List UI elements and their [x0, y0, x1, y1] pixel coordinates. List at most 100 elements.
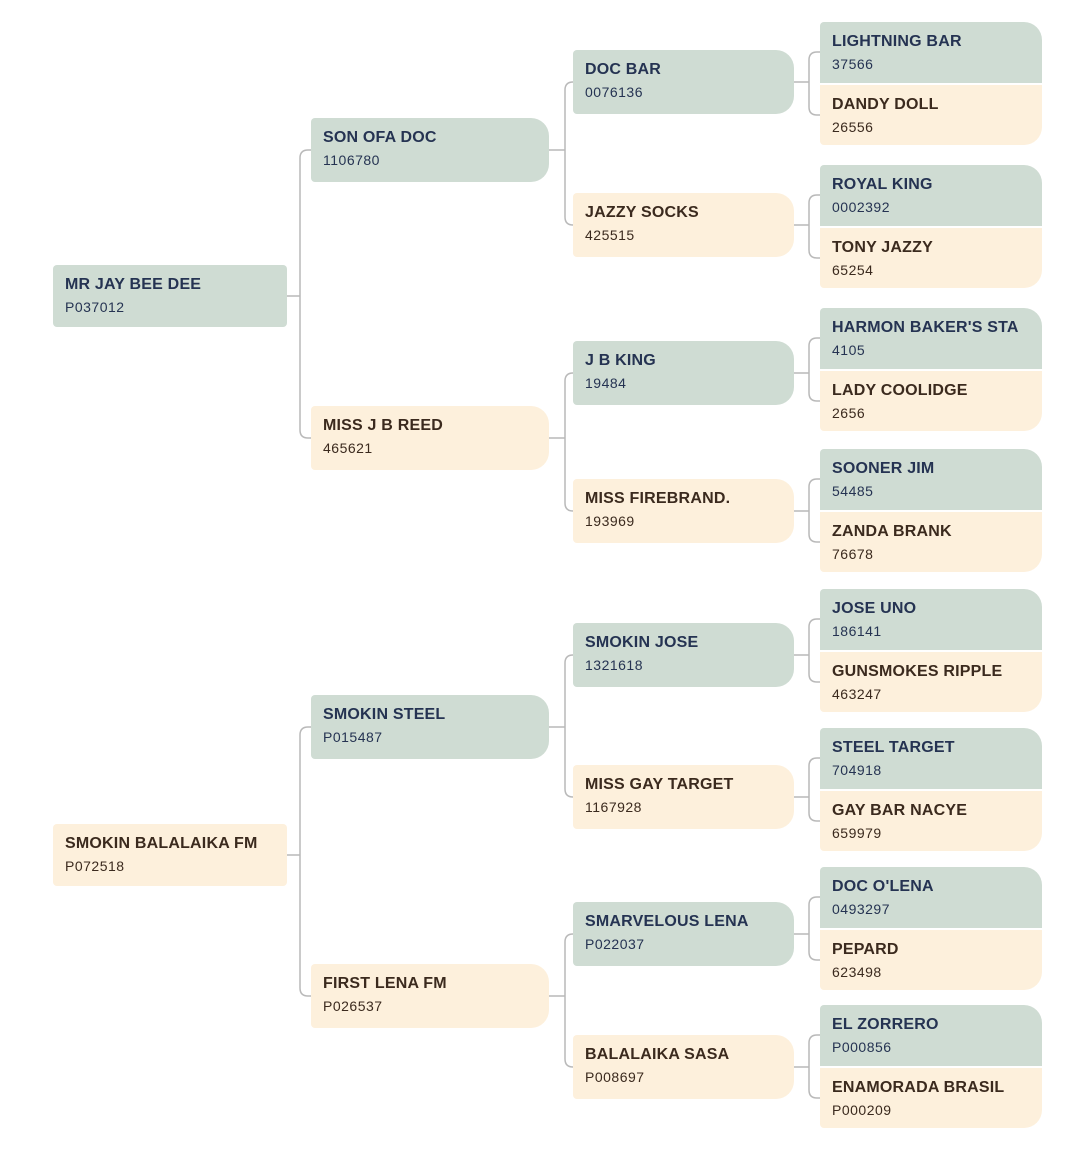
registration-number: P000209 — [832, 1102, 892, 1118]
horse-card-pedigree-sire-sire-sire[interactable]: DOC BAR 0076136 — [573, 50, 794, 114]
registration-number: 26556 — [832, 119, 874, 135]
horse-name: BALALAIKA SASA — [585, 1046, 730, 1063]
horse-name: TONY JAZZY — [832, 239, 933, 256]
registration-number: 193969 — [585, 513, 635, 529]
connector-sire-dam-sire — [794, 337, 820, 402]
horse-card-pedigree-sire-dam-dam[interactable]: MISS FIREBRAND. 193969 — [573, 479, 794, 543]
registration-number: P026537 — [323, 998, 383, 1014]
connector-sire-dam — [549, 372, 574, 512]
horse-name: EL ZORRERO — [832, 1016, 939, 1033]
horse-card-pedigree-dam-dam-dam-sire[interactable]: EL ZORRERO P000856 — [820, 1005, 1042, 1066]
horse-card-pedigree-dam-dam-dam[interactable]: BALALAIKA SASA P008697 — [573, 1035, 794, 1099]
horse-card-pedigree-dam[interactable]: SMOKIN BALALAIKA FM P072518 — [53, 824, 287, 886]
horse-card-pedigree-dam-sire-dam[interactable]: MISS GAY TARGET 1167928 — [573, 765, 794, 829]
registration-number: P015487 — [323, 729, 383, 745]
horse-name: MR JAY BEE DEE — [65, 276, 202, 293]
horse-card-pedigree-dam-sire[interactable]: SMOKIN STEEL P015487 — [311, 695, 549, 759]
horse-card-pedigree-sire-sire-dam[interactable]: JAZZY SOCKS 425515 — [573, 193, 794, 257]
connector-sire — [287, 149, 311, 439]
horse-name: MISS J B REED — [323, 417, 443, 434]
horse-card-pedigree-sire-dam-sire[interactable]: J B KING 19484 — [573, 341, 794, 405]
horse-name: GAY BAR NACYE — [832, 802, 968, 819]
horse-card-pedigree-dam-dam-dam-dam[interactable]: ENAMORADA BRASIL P000209 — [820, 1068, 1042, 1128]
horse-card-pedigree-sire-sire-sire-sire[interactable]: LIGHTNING BAR 37566 — [820, 22, 1042, 83]
registration-number: 1106780 — [323, 152, 380, 168]
horse-card-pedigree-sire-dam[interactable]: MISS J B REED 465621 — [311, 406, 549, 470]
registration-number: 186141 — [832, 623, 882, 639]
horse-card-pedigree-dam-dam-sire-dam[interactable]: PEPARD 623498 — [820, 930, 1042, 990]
horse-card-pedigree-sire-sire-sire-dam[interactable]: DANDY DOLL 26556 — [820, 85, 1042, 145]
horse-name: DOC O'LENA — [832, 878, 934, 895]
registration-number: P037012 — [65, 299, 125, 315]
connector-dam-sire-sire — [794, 618, 820, 683]
registration-number: 0493297 — [832, 901, 891, 917]
registration-number: 76678 — [832, 546, 874, 562]
registration-number: 19484 — [585, 375, 627, 391]
registration-number: 465621 — [323, 440, 373, 456]
horse-name: J B KING — [585, 352, 656, 369]
connector-sire-sire-sire — [794, 51, 820, 116]
horse-card-pedigree-dam-dam-sire-sire[interactable]: DOC O'LENA 0493297 — [820, 867, 1042, 928]
connector-dam-dam — [549, 933, 574, 1068]
horse-name: JOSE UNO — [832, 600, 917, 617]
horse-name: SMOKIN JOSE — [585, 634, 699, 651]
horse-name: LIGHTNING BAR — [832, 33, 962, 50]
horse-name: STEEL TARGET — [832, 739, 955, 756]
horse-name: LADY COOLIDGE — [832, 382, 968, 399]
connector-dam-dam-dam — [794, 1034, 820, 1099]
registration-number: 425515 — [585, 227, 635, 243]
horse-card-pedigree-sire[interactable]: MR JAY BEE DEE P037012 — [53, 265, 287, 327]
horse-name: JAZZY SOCKS — [585, 204, 699, 221]
registration-number: 37566 — [832, 56, 874, 72]
horse-name: DOC BAR — [585, 61, 662, 78]
registration-number: P000856 — [832, 1039, 892, 1055]
registration-number: 704918 — [832, 762, 882, 778]
horse-card-pedigree-dam-sire-dam-sire[interactable]: STEEL TARGET 704918 — [820, 728, 1042, 789]
horse-card-pedigree-dam-sire-sire[interactable]: SMOKIN JOSE 1321618 — [573, 623, 794, 687]
registration-number: 0002392 — [832, 199, 891, 215]
connector-dam-sire — [549, 654, 574, 798]
registration-number: 2656 — [832, 405, 866, 421]
horse-name: ENAMORADA BRASIL — [832, 1079, 1005, 1096]
registration-number: 623498 — [832, 964, 882, 980]
horse-card-pedigree-dam-sire-sire-dam[interactable]: GUNSMOKES RIPPLE 463247 — [820, 652, 1042, 712]
horse-card-pedigree-dam-sire-dam-dam[interactable]: GAY BAR NACYE 659979 — [820, 791, 1042, 851]
registration-number: P072518 — [65, 858, 125, 874]
horse-name: ROYAL KING — [832, 176, 933, 193]
registration-number: 463247 — [832, 686, 882, 702]
horse-name: MISS GAY TARGET — [585, 776, 734, 793]
horse-card-pedigree-dam-dam-sire[interactable]: SMARVELOUS LENA P022037 — [573, 902, 794, 966]
horse-name: SON OFA DOC — [323, 129, 437, 146]
horse-name: FIRST LENA FM — [323, 975, 447, 992]
connector-dam-sire-dam — [794, 757, 820, 822]
horse-card-pedigree-sire-sire[interactable]: SON OFA DOC 1106780 — [311, 118, 549, 182]
registration-number: 1321618 — [585, 657, 644, 673]
horse-card-pedigree-dam-dam[interactable]: FIRST LENA FM P026537 — [311, 964, 549, 1028]
connector-dam-dam-sire — [794, 896, 820, 961]
horse-card-pedigree-sire-dam-sire-dam[interactable]: LADY COOLIDGE 2656 — [820, 371, 1042, 431]
horse-name: SOONER JIM — [832, 460, 935, 477]
horse-name: ZANDA BRANK — [832, 523, 952, 540]
horse-card-pedigree-dam-sire-sire-sire[interactable]: JOSE UNO 186141 — [820, 589, 1042, 650]
registration-number: P022037 — [585, 936, 645, 952]
registration-number: P008697 — [585, 1069, 645, 1085]
horse-name: PEPARD — [832, 941, 899, 958]
horse-name: SMOKIN BALALAIKA FM — [65, 835, 258, 852]
horse-name: DANDY DOLL — [832, 96, 939, 113]
horse-card-pedigree-sire-sire-dam-sire[interactable]: ROYAL KING 0002392 — [820, 165, 1042, 226]
connector-sire-dam-dam — [794, 478, 820, 543]
horse-name: GUNSMOKES RIPPLE — [832, 663, 1003, 680]
horse-card-pedigree-sire-dam-dam-dam[interactable]: ZANDA BRANK 76678 — [820, 512, 1042, 572]
horse-name: MISS FIREBRAND. — [585, 490, 731, 507]
registration-number: 0076136 — [585, 84, 644, 100]
horse-name: SMARVELOUS LENA — [585, 913, 749, 930]
registration-number: 4105 — [832, 342, 866, 358]
registration-number: 1167928 — [585, 799, 642, 815]
horse-name: SMOKIN STEEL — [323, 706, 446, 723]
registration-number: 659979 — [832, 825, 882, 841]
